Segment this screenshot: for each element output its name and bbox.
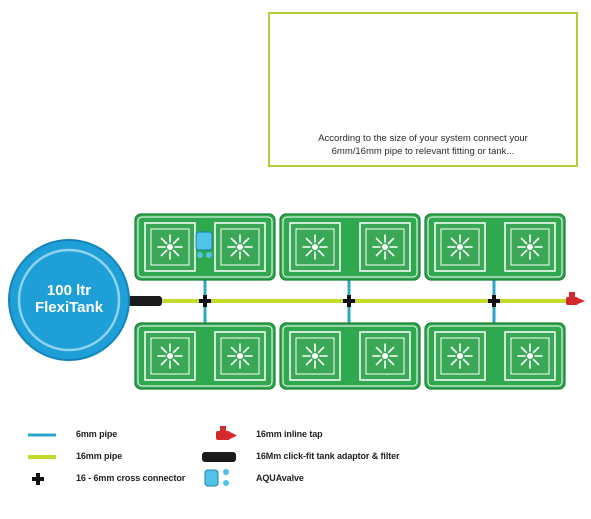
callout-description: According to the size of your system con… <box>270 132 576 158</box>
callout-line-1: According to the size of your system con… <box>318 133 528 144</box>
legend-aquavalve: AQUAvalve <box>256 473 304 483</box>
flexitank-capacity: 100 ltr <box>46 282 92 299</box>
legend-symbols <box>28 426 237 487</box>
tray <box>425 214 565 280</box>
fittings-callout: According to the size of your system con… <box>268 12 578 167</box>
cross-connector-icon <box>199 295 500 307</box>
inline-tap-icon <box>566 292 585 305</box>
legend-inline-tap: 16mm inline tap <box>256 429 323 439</box>
legend-cross-connector: 16 - 6mm cross connector <box>76 473 186 483</box>
aquavalve-icon <box>195 231 213 258</box>
tray <box>135 323 275 389</box>
legend-6mm-pipe: 6mm pipe <box>76 429 118 439</box>
flexitank-icon <box>8 239 130 361</box>
tray <box>425 323 565 389</box>
tray <box>280 323 420 389</box>
flexitank-label: 100 ltr FlexiTank <box>0 282 138 316</box>
tray <box>280 214 420 280</box>
legend-16mm-pipe: 16mm pipe <box>76 451 123 461</box>
legend-tank-adaptor: 16Mm click-fit tank adaptor & filter <box>256 451 400 461</box>
tank-adaptor-icon <box>128 296 162 306</box>
flexitank-name: FlexiTank <box>34 299 104 316</box>
tray-row-bottom <box>135 323 565 389</box>
callout-line-2: 6mm/16mm pipe to relevant fitting or tan… <box>331 146 515 157</box>
